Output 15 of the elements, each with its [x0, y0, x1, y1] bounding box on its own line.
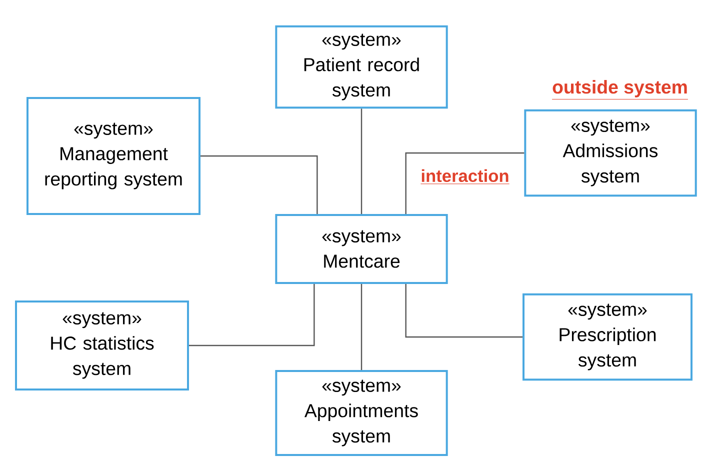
annotation-label: outside system: [552, 80, 688, 100]
connector-line: [189, 284, 315, 346]
connector-line: [405, 152, 524, 214]
connector-line: [405, 284, 522, 338]
system-box: «system» Prescription system: [522, 293, 692, 381]
system-box: «system» Mentcare: [275, 214, 448, 284]
system-box: «system» Patient record system: [275, 25, 448, 109]
system-box: «system» Appointments system: [275, 370, 448, 456]
connector-line: [360, 108, 362, 214]
system-box: «system» Admissions system: [524, 109, 697, 197]
system-box: «system» Management reporting system: [26, 97, 200, 215]
annotation-label: interaction: [420, 169, 510, 184]
connector-line: [360, 284, 362, 370]
connector-line: [200, 155, 318, 214]
system-box: «system» HC statistics system: [15, 300, 189, 390]
